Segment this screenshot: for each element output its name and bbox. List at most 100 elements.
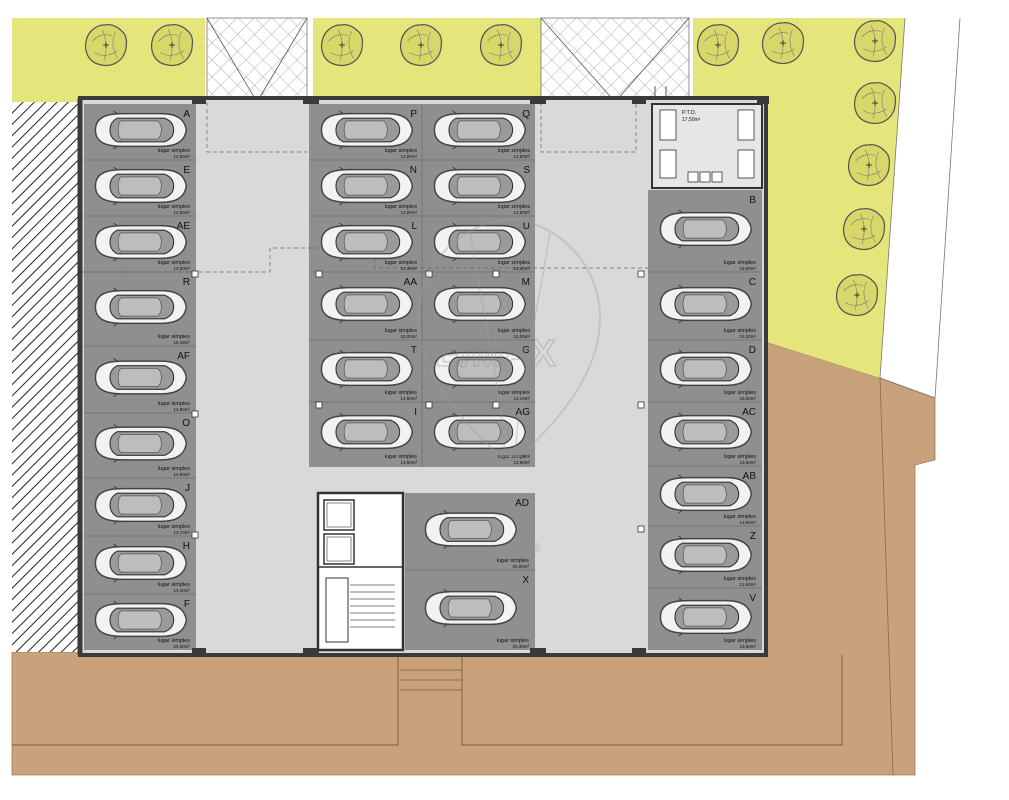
watermark-registered: ® xyxy=(530,539,541,555)
tree-icon xyxy=(479,24,523,67)
space-type: lugar simples xyxy=(385,454,418,460)
space-letter: Q xyxy=(522,109,530,120)
space-letter: X xyxy=(522,575,529,586)
space-type: lugar simples xyxy=(385,204,418,210)
space-type: lugar simples xyxy=(724,454,757,460)
car-icon xyxy=(94,357,188,398)
space-type: lugar simples xyxy=(158,334,191,340)
space-letter: AG xyxy=(516,407,531,418)
space-area: 12,50m² xyxy=(513,154,530,159)
elevator-icon xyxy=(323,533,355,565)
space-area: 12,50m² xyxy=(173,154,190,159)
space-letter: V xyxy=(749,593,756,604)
space-letter: D xyxy=(749,345,756,356)
tree-icon xyxy=(761,22,805,65)
space-type: lugar simples xyxy=(158,582,191,588)
car-icon xyxy=(94,166,188,206)
watermark: RE/MAX ® xyxy=(407,218,602,555)
car-icon xyxy=(659,284,753,324)
space-type: lugar simples xyxy=(158,466,191,472)
space-type: lugar simples xyxy=(724,260,757,266)
car-icon xyxy=(424,588,518,628)
soil-path xyxy=(12,655,843,746)
space-type: lugar simples xyxy=(724,638,757,644)
space-letter: AE xyxy=(177,221,191,232)
tree-icon xyxy=(399,24,443,67)
space-area: 14,60m² xyxy=(400,396,417,401)
space-area: 15,30m² xyxy=(739,334,756,339)
space-type: lugar simples xyxy=(724,328,757,334)
car-icon xyxy=(94,423,188,464)
car-icon xyxy=(320,110,414,150)
space-type: lugar simples xyxy=(497,638,530,644)
space-letter: Z xyxy=(750,531,756,542)
space-type: lugar simples xyxy=(158,260,191,266)
car-icon xyxy=(320,222,414,262)
space-area: 13,60m² xyxy=(739,644,756,649)
tree-icon xyxy=(320,24,364,67)
space-type: lugar simples xyxy=(385,328,418,334)
tree-icon xyxy=(847,144,891,187)
space-letter: F xyxy=(184,599,190,610)
space-letter: O xyxy=(182,418,190,429)
space-type: lugar simples xyxy=(497,558,530,564)
space-type: lugar simples xyxy=(158,148,191,154)
room-area: 17,50m² xyxy=(682,117,701,123)
car-icon xyxy=(659,209,753,249)
space-area: 13,60m² xyxy=(739,582,756,587)
car-icon xyxy=(320,412,414,452)
space-letter: B xyxy=(749,195,756,206)
space-letter: P xyxy=(410,109,417,120)
space-letter: A xyxy=(183,109,190,120)
space-area: 13,40m² xyxy=(173,588,190,593)
space-letter: R xyxy=(183,277,190,288)
space-area: 22,50m² xyxy=(173,644,190,649)
space-type: lugar simples xyxy=(498,454,531,460)
space-type: lugar simples xyxy=(498,204,531,210)
room-name: P.T.D. xyxy=(682,110,697,116)
space-letter: AB xyxy=(743,471,757,482)
space-type: lugar simples xyxy=(385,390,418,396)
space-letter: E xyxy=(183,165,190,176)
columns xyxy=(192,96,769,656)
space-letter: G xyxy=(522,345,530,356)
space-letter: I xyxy=(414,407,417,418)
space-area: 14,90m² xyxy=(173,472,190,477)
car-icon xyxy=(659,412,753,452)
space-type: lugar simples xyxy=(158,524,191,530)
column-markers xyxy=(191,270,645,539)
space-area: 13,40m² xyxy=(400,266,417,271)
stairs xyxy=(350,584,395,628)
space-letter: M xyxy=(522,277,530,288)
space-area: 14,90m² xyxy=(173,407,190,412)
car-icon xyxy=(659,535,753,575)
car-icon xyxy=(94,543,188,583)
space-area: 13,60m² xyxy=(400,460,417,465)
space-type: lugar simples xyxy=(158,401,191,407)
space-letter: U xyxy=(523,221,530,232)
space-area: 15,00m² xyxy=(400,334,417,339)
